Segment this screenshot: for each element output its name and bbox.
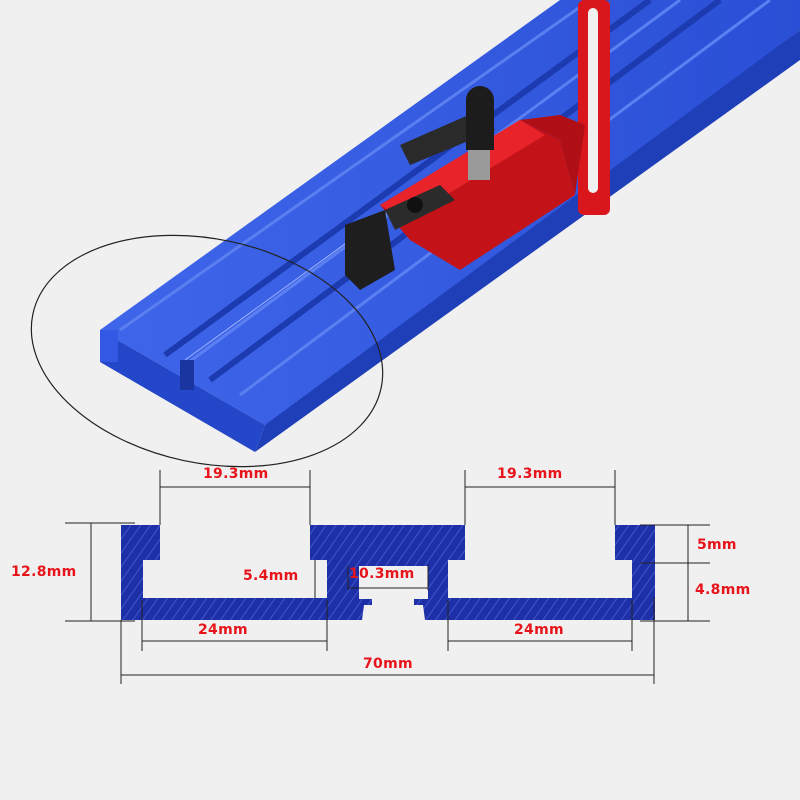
dim-right-channel-width: 24mm — [514, 622, 564, 638]
highlight-ellipse — [30, 234, 384, 468]
dim-total-height: 12.8mm — [11, 564, 77, 580]
product-photo — [30, 0, 800, 468]
dim-top-lip: 5mm — [697, 537, 737, 553]
profile-drawing — [65, 470, 710, 684]
dim-left-channel-width: 24mm — [198, 622, 248, 638]
t-track-cross-section — [121, 525, 655, 620]
dim-right-top-opening: 19.3mm — [497, 466, 563, 482]
dim-inner-step: 5.4mm — [243, 568, 299, 584]
dim-overall-width: 70mm — [363, 656, 413, 672]
dim-lower-height: 4.8mm — [695, 582, 751, 598]
dim-left-top-opening: 19.3mm — [203, 466, 269, 482]
dim-center-slot: 10.3mm — [349, 566, 415, 582]
black-flip-block — [345, 185, 455, 290]
red-fence-arm — [578, 0, 610, 215]
clamp-handle — [400, 86, 495, 180]
dimension-lines — [65, 470, 710, 684]
